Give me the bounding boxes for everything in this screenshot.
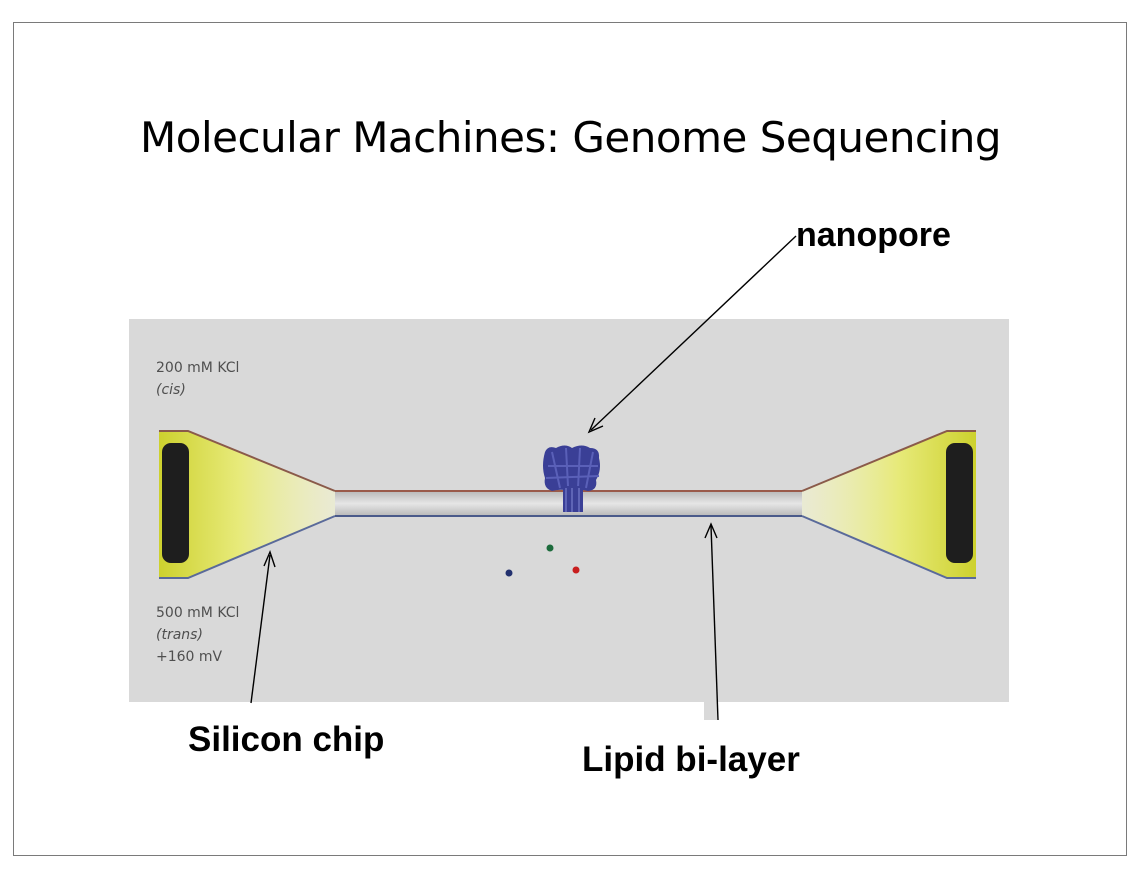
ion-blue bbox=[505, 569, 513, 577]
cis-chamber-label: 200 mM KCl (cis) bbox=[156, 357, 239, 401]
panel-notch bbox=[704, 700, 717, 720]
trans-chamber-label: 500 mM KCl (trans) +160 mV bbox=[156, 602, 239, 668]
trans-voltage: +160 mV bbox=[156, 649, 223, 665]
nanopore-protein bbox=[543, 445, 600, 512]
lipid-bilayer-label: Lipid bi-layer bbox=[582, 740, 800, 779]
silicon-chip-label: Silicon chip bbox=[188, 720, 385, 759]
nanopore-label: nanopore bbox=[796, 216, 951, 254]
trans-concentration: 500 mM KCl bbox=[156, 605, 240, 621]
ion-green bbox=[546, 544, 554, 552]
slide-title: Molecular Machines: Genome Sequencing bbox=[140, 113, 1001, 162]
nanopore-arrow bbox=[587, 235, 797, 434]
trans-side: (trans) bbox=[156, 627, 203, 643]
cis-side: (cis) bbox=[156, 382, 186, 398]
lipid-bilayer-arrow bbox=[704, 522, 719, 721]
left-silicon-chip bbox=[159, 430, 336, 579]
cis-concentration: 200 mM KCl bbox=[156, 360, 240, 376]
right-silicon-chip bbox=[801, 430, 976, 579]
silicon-chip-arrow bbox=[250, 550, 276, 704]
ion-red bbox=[572, 566, 580, 574]
